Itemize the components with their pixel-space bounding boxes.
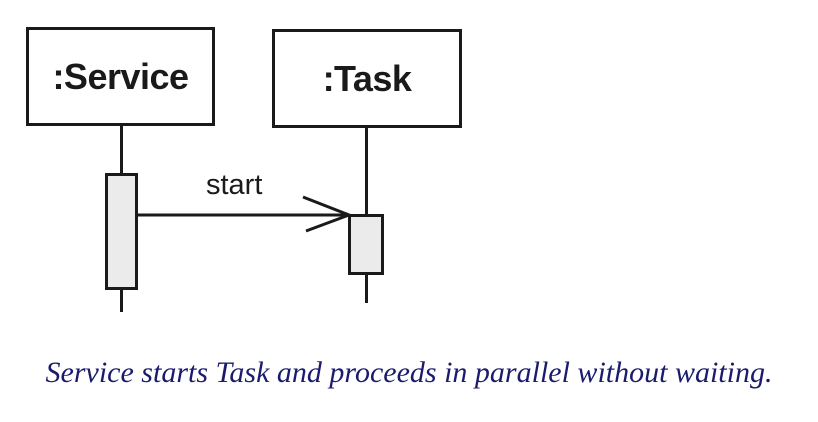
lifeline-label-task: :Task xyxy=(322,57,412,99)
diagram-caption: Service starts Task and proceeds in para… xyxy=(45,356,773,389)
lifeline-service-upper xyxy=(120,126,123,173)
activation-bar-service xyxy=(105,173,138,290)
lifeline-task-lower xyxy=(365,275,368,303)
lifeline-head-service: :Service xyxy=(26,27,215,126)
lifeline-label-service: :Service xyxy=(52,55,189,97)
activation-bar-task xyxy=(348,214,384,275)
lifeline-service-lower xyxy=(120,290,123,312)
lifeline-task-upper xyxy=(365,128,368,215)
message-label: start xyxy=(206,169,263,201)
open-arrowhead-icon xyxy=(302,195,354,233)
lifeline-head-task: :Task xyxy=(272,29,462,128)
